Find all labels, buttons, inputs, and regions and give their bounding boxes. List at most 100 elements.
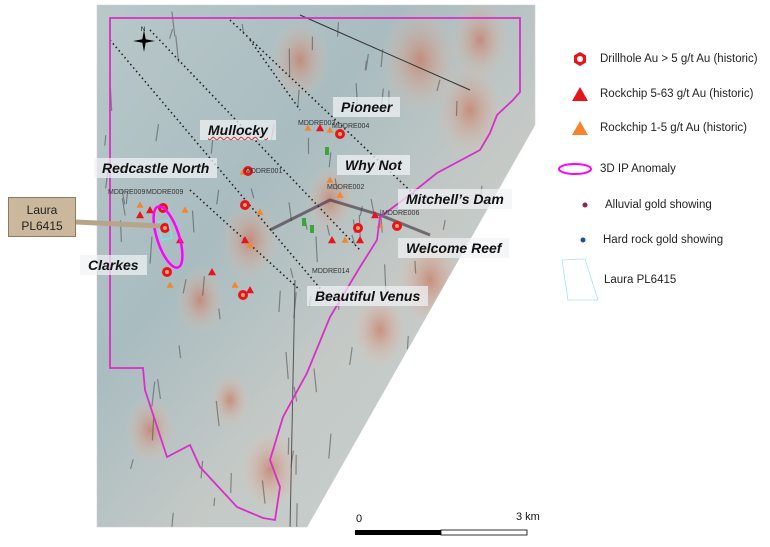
ridge-line [241, 23, 245, 34]
legend-item-ip-anomaly: 3D IP Anomaly [550, 162, 676, 176]
hill-shading [240, 428, 300, 512]
hill-shading [210, 372, 250, 428]
legend-label: Rockchip 1-5 g/t Au (historic) [600, 122, 748, 134]
drillhole-marker-core [338, 132, 342, 136]
rockchip-low-marker [341, 236, 349, 243]
ridge-line [261, 480, 266, 504]
ridge-line [289, 268, 294, 278]
rockchip-low-marker [256, 208, 264, 215]
hill-shading [175, 265, 225, 335]
laura-pl6415-polygon [157, 219, 173, 241]
green-marker [310, 225, 314, 233]
fault-lines [109, 19, 421, 301]
legend-item-alluvial: Alluvial gold showing [565, 199, 712, 211]
rockchip-high-marker [328, 236, 336, 244]
ridge-line [333, 514, 337, 527]
drillhole-label: MDDRE014 [312, 268, 350, 275]
rockchip-low-marker [136, 201, 144, 208]
ridge-line [480, 493, 485, 510]
ridge-line [313, 368, 318, 393]
ridge-line [379, 209, 383, 233]
ridge-line [511, 272, 514, 282]
ridge-line [370, 198, 375, 214]
svg-text:N: N [141, 27, 145, 33]
ridge-line [149, 236, 153, 264]
ridge-line [481, 299, 486, 310]
place-label-redcastle-north: Redcastle North [94, 158, 218, 178]
rockchip-high-marker [371, 211, 379, 219]
ridge-line [218, 308, 221, 320]
drillhole-marker-core [163, 226, 167, 230]
ridge-line [121, 198, 126, 216]
drillhole-label: MDDRE002 [327, 184, 365, 191]
rockchip-low-marker [326, 176, 334, 183]
ridge-line [121, 189, 126, 205]
ridge-line [380, 49, 384, 68]
drillhole-marker-core [243, 203, 247, 207]
ridge-line [213, 497, 216, 506]
rockchip-low-marker [246, 241, 254, 248]
legend-label: Rockchip 5-63 g/t Au (historic) [600, 88, 754, 100]
legend-label: Drillhole Au > 5 g/t Au (historic) [600, 53, 758, 65]
ridge-line [130, 459, 134, 470]
ridge-line [216, 189, 220, 205]
ridge-line [511, 320, 515, 336]
ridge-line [230, 472, 232, 493]
legend-label: Hard rock gold showing [603, 234, 724, 246]
ridge-line [175, 35, 180, 63]
legend-item-rockchip-low: Rockchip 1-5 g/t Au (historic) [560, 120, 747, 136]
ridge-line [250, 188, 255, 199]
ridge-line [495, 325, 498, 350]
rockchip-high-marker [146, 206, 154, 214]
drillhole-label: MDDRE001 [245, 168, 283, 175]
orange-triangle-icon [560, 120, 600, 136]
drillhole-label: MDDRE004 [332, 123, 370, 130]
ridge-line [334, 178, 338, 190]
ridge-line [155, 124, 160, 142]
ridge-line [315, 236, 318, 263]
rockchip-high-marker [208, 268, 216, 276]
rockchip-high-marker [136, 211, 144, 219]
ridge-line [178, 345, 182, 359]
rockchip-low-marker [181, 206, 189, 213]
rockchip-low-marker [166, 281, 174, 288]
drillhole-marker-core [395, 224, 399, 228]
green-marker [325, 147, 329, 155]
callout-line1: Laura [26, 203, 58, 217]
ridge-line [406, 335, 409, 350]
drillhole-label: MDDRE009 [108, 189, 146, 196]
tenement-boundary [109, 17, 521, 522]
drillhole-label: MDDRE009 [146, 189, 184, 196]
legend-item-laura: Laura PL6415 [556, 258, 676, 302]
ridge-line [336, 22, 340, 37]
ridge-line [464, 392, 468, 413]
drillhole-marker-core [241, 293, 245, 297]
rockchip-high-marker [246, 286, 254, 294]
place-label-mullocky: Mullocky [200, 120, 276, 140]
ridge-line [278, 290, 281, 313]
ridge-line [326, 224, 331, 236]
scale-start-label: 0 [356, 513, 363, 525]
ridge-line [171, 11, 176, 37]
ridge-line [104, 135, 107, 146]
ridge-line [328, 433, 332, 459]
rockchip-high-marker [241, 236, 249, 244]
rockchip-high-marker [316, 124, 324, 132]
rockchip-low-marker [231, 281, 239, 288]
drillhole-marker-core [356, 226, 360, 230]
ridge-line [125, 191, 129, 205]
ridge-line [364, 60, 368, 71]
place-label-welcome-reef: Welcome Reef [398, 238, 510, 258]
place-label-why-not: Why Not [337, 155, 410, 175]
rockchip-low-marker [304, 124, 312, 131]
ridge-line [349, 346, 353, 365]
place-label-mitchells-dam: Mitchell’s Dam [398, 189, 512, 209]
legend-item-drillhole: Drillhole Au > 5 g/t Au (historic) [560, 51, 758, 67]
ridge-line [442, 220, 446, 230]
ridge-line [446, 323, 451, 343]
hill-shading [125, 395, 175, 465]
ridge-line [296, 503, 298, 527]
rockchip-low-marker [326, 126, 334, 133]
rockchip-high-marker [356, 236, 364, 244]
